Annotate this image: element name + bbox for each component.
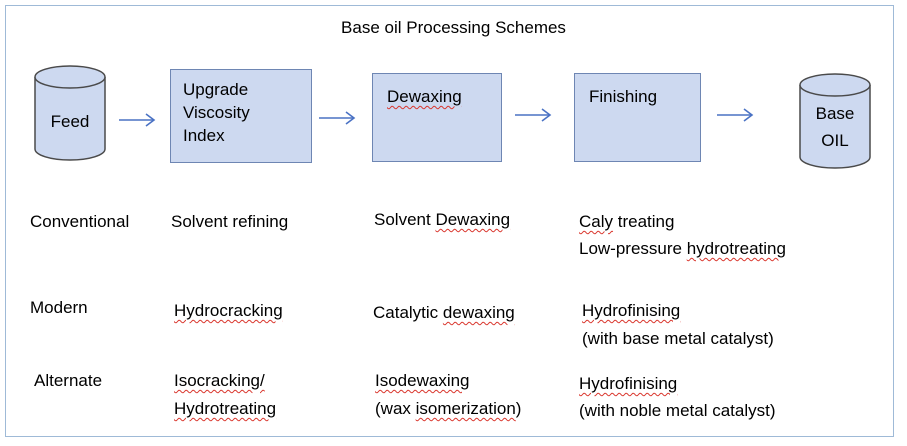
alternate-finishing-line1: Hydrofinising [579, 374, 678, 393]
dewaxing-label: Dewaxing [387, 87, 462, 106]
diagram-frame [5, 5, 894, 437]
conventional-dewaxing-word: Dewaxing [435, 210, 511, 229]
diagram-title: Base oil Processing Schemes [341, 18, 566, 37]
row-label-alternate: Alternate [34, 371, 103, 390]
upgrade-vi-box: Upgrade Viscosity Index [170, 69, 312, 163]
base-oil-label-line2: OIL [821, 131, 849, 150]
conventional-finishing-line1: Caly treating [579, 212, 675, 231]
conventional-upgrade: Solvent refining [171, 212, 289, 231]
dewaxing-box: Dewaxing [372, 73, 502, 162]
arrow-dewaxing-to-finishing [515, 108, 552, 122]
modern-finishing-line1: Hydrofinising [582, 301, 681, 320]
modern-dewaxing: Catalytic dewaxing [373, 303, 515, 322]
row-label-modern: Modern [30, 298, 88, 317]
base-oil-cylinder [799, 73, 871, 169]
conventional-finishing-line2: Low-pressure hydrotreating [579, 239, 786, 258]
alternate-dewaxing-line2: (wax isomerization) [375, 399, 522, 418]
alternate-dewaxing-line1: Isodewaxing [375, 371, 470, 390]
feed-label: Feed [50, 112, 90, 131]
arrow-feed-to-upgrade [119, 113, 156, 127]
alternate-upgrade-line1: Isocracking/ [174, 371, 265, 390]
arrow-upgrade-to-dewaxing [319, 111, 356, 125]
base-oil-label-line1: Base [815, 104, 855, 123]
modern-dewaxing-word: dewaxing [442, 303, 515, 322]
row-label-conventional: Conventional [30, 212, 130, 231]
upgrade-vi-line2: Viscosity [183, 103, 250, 122]
finishing-label: Finishing [589, 87, 658, 106]
alternate-finishing-line2: (with noble metal catalyst) [579, 401, 776, 420]
modern-finishing-line2: (with base metal catalyst) [582, 329, 774, 348]
modern-upgrade: Hydrocracking [174, 301, 283, 320]
alternate-upgrade-line2: Hydrotreating [174, 399, 277, 418]
conventional-finishing-word: Caly [579, 212, 614, 231]
feed-cylinder [34, 65, 106, 161]
conventional-dewaxing: Solvent Dewaxing [374, 210, 511, 229]
arrow-finishing-to-base-oil [717, 108, 754, 122]
conventional-finishing-word2: hydrotreating [686, 239, 786, 258]
finishing-box: Finishing [574, 73, 701, 162]
upgrade-vi-line1: Upgrade [183, 80, 249, 99]
alternate-dewaxing-word: isomerization [415, 399, 516, 418]
upgrade-vi-line3: Index [183, 126, 225, 145]
